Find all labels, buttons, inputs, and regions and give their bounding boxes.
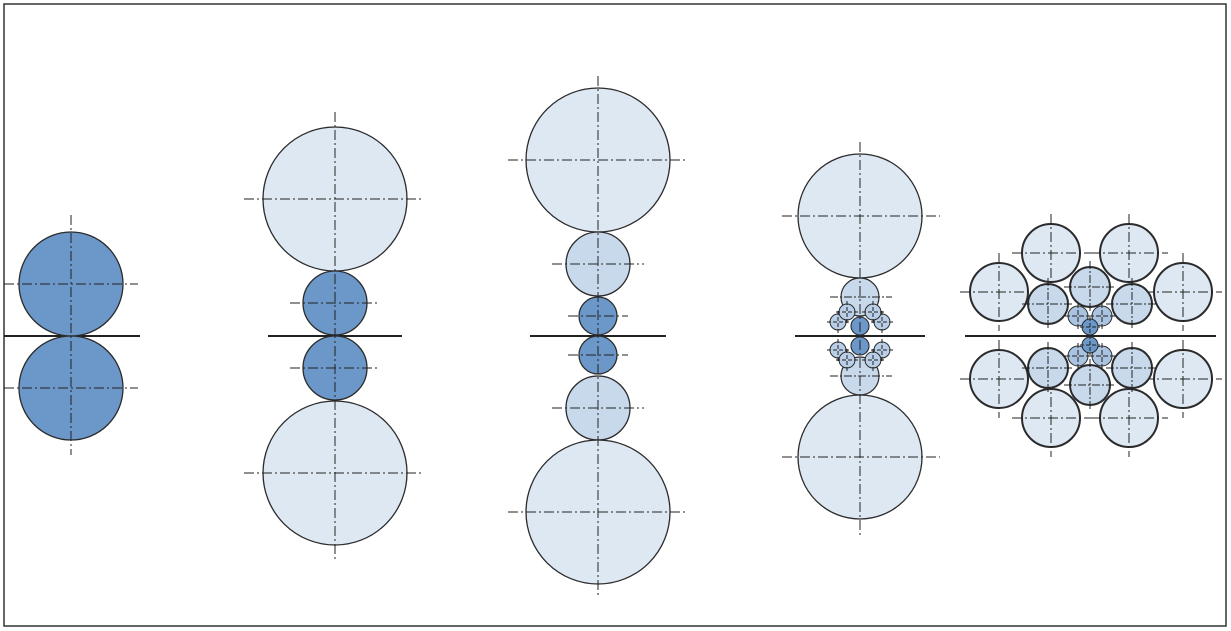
mill-4-high <box>244 112 424 560</box>
roll-cluster <box>960 214 1222 457</box>
mill-2-high <box>4 215 140 455</box>
mill-12-high <box>782 142 940 535</box>
diagram-frame <box>3 3 1227 627</box>
side-roll <box>838 303 856 321</box>
side-roll <box>864 303 882 321</box>
side-roll <box>838 351 856 369</box>
mill-6-high <box>508 76 688 598</box>
mill-20-high <box>960 214 1222 457</box>
side-roll <box>864 351 882 369</box>
small-roll-cluster <box>827 301 893 371</box>
